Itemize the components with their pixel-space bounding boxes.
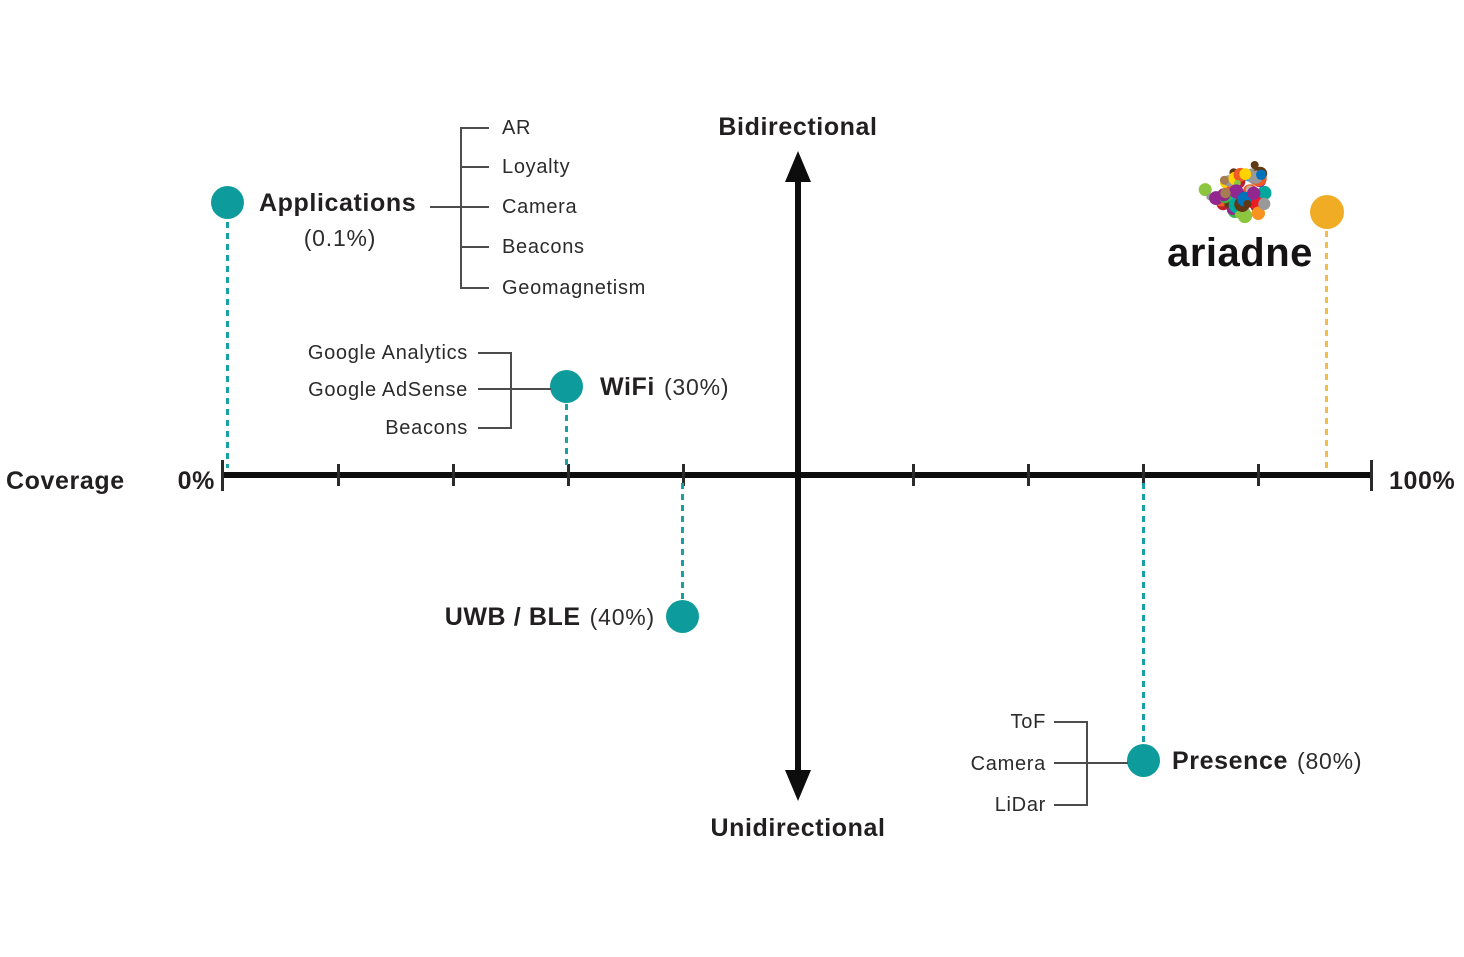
uwb-label-group: UWB / BLE (40%): [380, 604, 655, 631]
list-item: Beacons: [502, 236, 585, 258]
bracket-stub: [1054, 721, 1088, 723]
x-axis-label: Coverage: [6, 467, 125, 495]
uwb-label: UWB / BLE: [444, 603, 581, 631]
y-axis: [795, 178, 801, 774]
tick: [1027, 464, 1030, 486]
bracket-stub: [478, 427, 512, 429]
bracket-connector: [1054, 762, 1128, 764]
y-axis-top-label: Bidirectional: [718, 113, 878, 141]
applications-pct: (0.1%): [303, 225, 377, 251]
bracket-stub: [1054, 804, 1088, 806]
bracket-stub: [461, 166, 489, 168]
bracket-vertical: [510, 352, 512, 429]
ariadne-point: [1310, 195, 1344, 229]
applications-dropline: [226, 222, 229, 468]
tick: [221, 460, 224, 491]
bracket-stub: [461, 287, 489, 289]
list-item: ToF: [1010, 711, 1046, 733]
list-item: Camera: [502, 196, 578, 218]
list-item: Loyalty: [502, 156, 571, 178]
bracket-vertical: [460, 127, 462, 289]
applications-point: [211, 186, 244, 219]
tick: [452, 464, 455, 486]
tick: [567, 464, 570, 486]
tick: [682, 464, 685, 486]
tick: [1142, 464, 1145, 486]
ariadne-dropline: [1325, 231, 1328, 468]
list-item: Beacons: [385, 417, 468, 439]
bracket-connector: [478, 388, 551, 390]
tick: [337, 464, 340, 486]
uwb-pct: (40%): [589, 604, 655, 630]
presence-dropline: [1142, 483, 1145, 743]
wifi-dropline: [565, 404, 568, 468]
ariadne-logo-icon: [1198, 161, 1272, 224]
tick: [1370, 460, 1373, 491]
list-item: AR: [502, 117, 532, 139]
wifi-point: [550, 370, 583, 403]
arrow-up-icon: [785, 151, 811, 182]
bracket-connector: [430, 206, 462, 208]
tick: [1257, 464, 1260, 486]
y-axis-bottom-label: Unidirectional: [710, 814, 886, 842]
wifi-label: WiFi: [600, 373, 655, 401]
presence-label-group: Presence (80%): [1172, 748, 1362, 775]
bracket-stub: [461, 206, 489, 208]
list-item: Camera: [970, 753, 1046, 775]
uwb-dropline: [681, 483, 684, 599]
list-item: Google Analytics: [307, 342, 468, 364]
bracket-stub: [461, 246, 489, 248]
bracket-stub: [461, 127, 489, 129]
arrow-down-icon: [785, 770, 811, 801]
list-item: Geomagnetism: [502, 277, 647, 299]
bracket-vertical: [1086, 721, 1088, 806]
applications-label: Applications: [259, 189, 417, 217]
wifi-label-group: WiFi (30%): [600, 374, 729, 401]
ariadne-wordmark: ariadne: [1167, 231, 1313, 275]
list-item: Google AdSense: [308, 379, 468, 401]
tick: [912, 464, 915, 486]
list-item: LiDar: [994, 794, 1046, 816]
uwb-point: [666, 600, 699, 633]
wifi-pct: (30%): [663, 374, 730, 400]
x-axis-min-label: 0%: [177, 467, 215, 495]
x-axis-max-label: 100%: [1389, 467, 1456, 495]
presence-pct: (80%): [1297, 748, 1363, 774]
presence-point: [1127, 744, 1160, 777]
presence-label: Presence: [1172, 747, 1288, 775]
bracket-stub: [478, 352, 512, 354]
